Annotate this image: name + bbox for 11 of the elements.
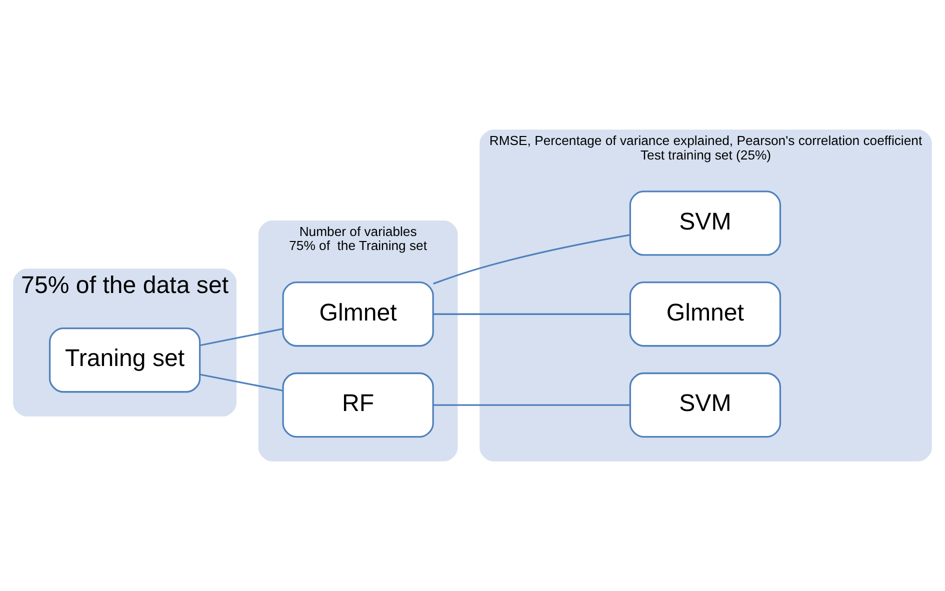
connector [433, 404, 630, 406]
connector [200, 328, 284, 346]
node-box: Traning set [48, 328, 201, 393]
node-box: Glmnet [629, 282, 782, 347]
node-box: Glmnet [282, 282, 434, 347]
connector [200, 374, 284, 392]
node-box: SVM [629, 190, 782, 256]
node-box: RF [282, 372, 434, 438]
connector [433, 234, 630, 284]
connector [433, 313, 630, 315]
node-box: SVM [629, 372, 782, 438]
